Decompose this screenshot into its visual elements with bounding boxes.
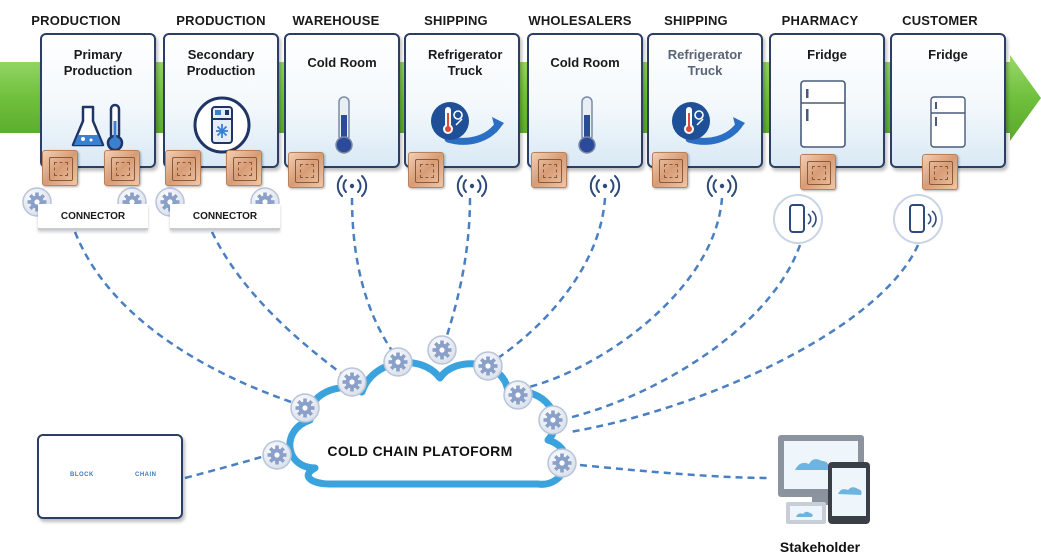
link-blockchain xyxy=(184,453,269,480)
stage-pharmacy: Fridge xyxy=(769,33,885,168)
gear-icon xyxy=(427,335,457,365)
blockchain-left-text: BLOCK xyxy=(70,472,94,478)
rfid-tag xyxy=(408,152,444,188)
blockchain-right-text: CHAIN xyxy=(135,472,157,478)
stage-primary-production: Primary Production xyxy=(40,33,156,168)
stage-warehouse: Cold Room xyxy=(284,33,400,168)
stage-label: Refrigerator Truck xyxy=(428,47,503,78)
rfid-tag xyxy=(800,154,836,190)
stage-label: Fridge xyxy=(928,47,968,62)
stage-heading: SHIPPING xyxy=(664,13,728,28)
smartphone-pharmacy-icon xyxy=(773,194,823,244)
fridge-icon xyxy=(930,96,966,148)
stage-label: Fridge xyxy=(807,47,847,62)
rfid-tag xyxy=(42,150,78,186)
link-secondary xyxy=(210,231,351,381)
stage-label: Refrigerator Truck xyxy=(667,47,743,78)
devices-icon xyxy=(778,435,870,524)
link-stakeholder xyxy=(579,463,771,480)
stage-customer: Fridge xyxy=(890,33,1006,168)
rfid-tag xyxy=(226,150,262,186)
thermometer-icon xyxy=(578,96,596,154)
rfid-tag xyxy=(288,152,324,188)
gear-icon xyxy=(383,347,413,377)
stage-shipping-truck: Refrigerator Truck xyxy=(404,33,520,168)
connector-label: CONNECTOR xyxy=(170,204,280,230)
gear-icon xyxy=(262,440,292,470)
stage-secondary-production: Secondary Production xyxy=(163,33,279,168)
wifi-signal-icon xyxy=(706,175,738,197)
lab-flask-thermometer-icon xyxy=(71,103,124,152)
connector-label: CONNECTOR xyxy=(38,204,148,230)
stage-heading: CUSTOMER xyxy=(902,13,978,28)
gear-icon xyxy=(473,351,503,381)
gear-icon xyxy=(337,367,367,397)
stage-heading: PRODUCTION xyxy=(31,13,121,28)
gear-icon xyxy=(503,380,533,410)
link-pharmacy xyxy=(559,244,802,422)
stakeholder-label: Stakeholder xyxy=(779,539,861,555)
stage-heading: WHOLESALERS xyxy=(528,13,632,28)
thermometer-icon xyxy=(335,96,353,154)
wifi-signal-icon xyxy=(336,175,368,197)
link-ship1 xyxy=(443,197,472,343)
stage-wholesalers: Cold Room xyxy=(527,33,643,168)
stage-shipping-truck: Refrigerator Truck xyxy=(647,33,763,168)
link-ship2 xyxy=(524,197,724,390)
stage-label: Cold Room xyxy=(307,55,377,70)
stage-label: Secondary Production xyxy=(186,47,256,78)
link-primary xyxy=(73,231,301,407)
rfid-tag xyxy=(652,152,688,188)
cloud-shape xyxy=(286,359,570,488)
rfid-tag xyxy=(165,150,201,186)
gear-icon xyxy=(290,393,320,423)
rfid-tag xyxy=(531,152,567,188)
fridge-icon xyxy=(800,80,846,148)
truck-temperature-icon xyxy=(431,102,504,145)
wifi-signal-icon xyxy=(589,175,621,197)
wifi-signal-icon xyxy=(456,175,488,197)
link-customer xyxy=(569,244,920,434)
rfid-tag xyxy=(922,154,958,190)
rfid-tag xyxy=(104,150,140,186)
stage-heading: WAREHOUSE xyxy=(292,13,380,28)
stage-label: Cold Room xyxy=(550,55,620,70)
truck-temperature-icon xyxy=(672,102,745,145)
blockchain-card: BLOCK CHAIN xyxy=(37,434,183,519)
link-warehouse xyxy=(350,197,397,356)
gear-icon xyxy=(547,448,577,478)
stage-heading: PRODUCTION xyxy=(176,13,266,28)
stage-heading: SHIPPING xyxy=(424,13,488,28)
stage-heading: PHARMACY xyxy=(781,13,859,28)
stage-label: Primary Production xyxy=(63,47,133,78)
freezer-icon xyxy=(193,96,251,154)
platform-label: COLD CHAIN PLATOFORM xyxy=(327,443,513,459)
gear-icon xyxy=(538,405,568,435)
link-wholesale xyxy=(494,197,607,362)
smartphone-customer-icon xyxy=(893,194,943,244)
